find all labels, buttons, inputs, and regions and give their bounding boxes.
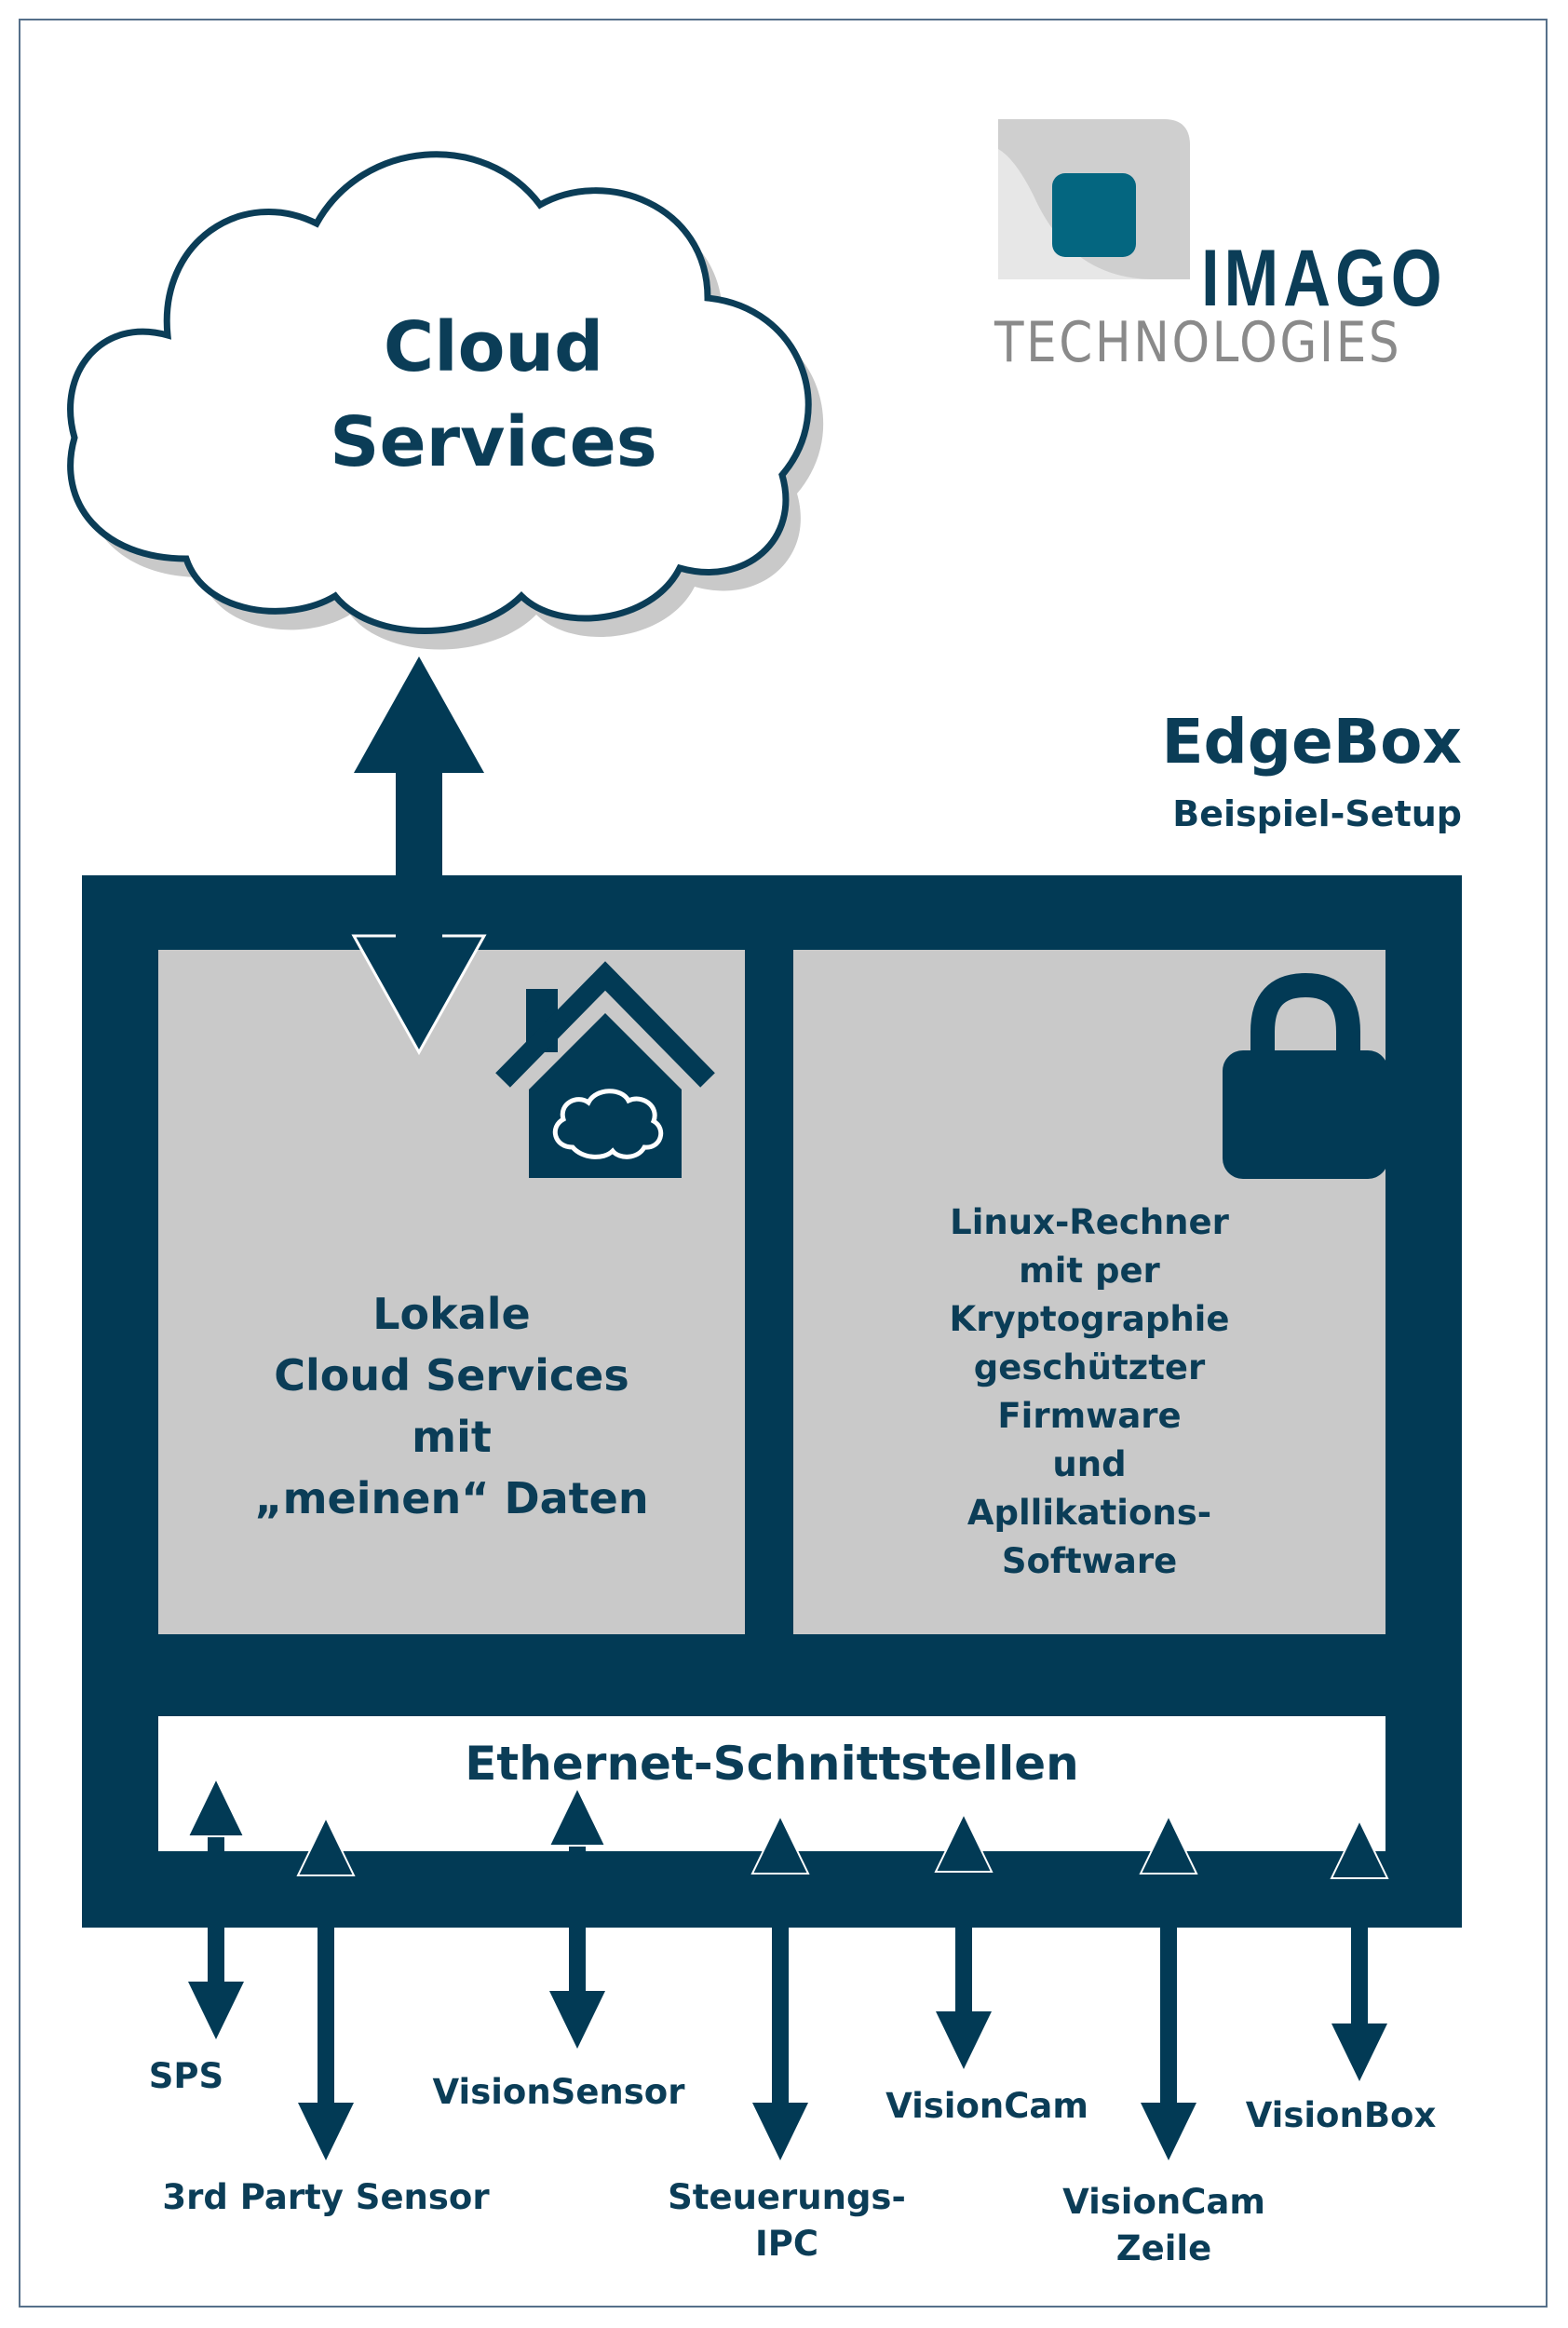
left-panel-line: Cloud Services [274, 1350, 629, 1401]
device-label-line: IPC [754, 2224, 819, 2264]
right-panel-line: Kryptographie [949, 1299, 1230, 1339]
right-panel-line: Apllikations- [966, 1493, 1212, 1533]
device-label-line: VisionCam [1062, 2182, 1265, 2222]
device-arrow [934, 1811, 994, 2069]
ethernet-label: Ethernet-Schnittstellen [465, 1737, 1079, 1791]
left-panel-text: Lokale Cloud Services mit „meinen“ Daten [158, 1283, 745, 1529]
right-panel-line: Firmware [997, 1396, 1182, 1436]
device-arrow [186, 1776, 246, 2039]
page-subtitle: Beispiel-Setup [1172, 793, 1462, 834]
ethernet-bar [158, 1716, 1386, 1851]
imago-logo-mark [998, 119, 1190, 279]
device-label-line: Steuerungs- [668, 2177, 906, 2217]
device-arrow [296, 1815, 356, 2160]
device-label-visionsensor: VisionSensor [391, 2072, 726, 2112]
right-panel-text: Linux-Rechner mit per Kryptographie gesc… [793, 1198, 1386, 1586]
device-label-line: SPS [148, 2056, 224, 2096]
left-panel-line: „meinen“ Daten [254, 1473, 649, 1523]
device-arrow [1139, 1813, 1198, 2160]
logo-brand-text: IMAGO [1201, 234, 1447, 323]
right-panel-line: geschützter [973, 1347, 1206, 1387]
right-panel-line: Software [1001, 1541, 1178, 1581]
device-arrow [1330, 1818, 1389, 2081]
house-cloud-icon [495, 961, 715, 1178]
device-arrow [750, 1813, 810, 2160]
device-arrow [547, 1785, 607, 2049]
device-label-visionbox: VisionBox [1201, 2095, 1480, 2135]
right-panel-line: und [1052, 1444, 1127, 1484]
lock-icon [1223, 972, 1388, 1179]
logo-square [1052, 173, 1136, 257]
cloud-title-line1: Cloud [383, 307, 604, 387]
device-label-line: VisionCam [885, 2086, 1088, 2126]
device-label-sps: SPS [93, 2056, 279, 2096]
right-panel-line: mit per [1019, 1251, 1160, 1291]
device-label-line: Zeile [1115, 2228, 1212, 2268]
cloud-icon [67, 151, 824, 650]
device-arrows [186, 1776, 1389, 2160]
outer-frame [19, 19, 1548, 2308]
device-label-steuerungs-ipc: Steuerungs- IPC [633, 2174, 940, 2267]
left-panel-line: mit [412, 1412, 492, 1462]
logo-sub-text: TECHNOLOGIES [994, 310, 1402, 375]
device-label-line: VisionBox [1245, 2095, 1437, 2135]
device-label-3rd-party-sensor: 3rd Party Sensor [93, 2177, 559, 2217]
right-panel-line: Linux-Rechner [950, 1202, 1229, 1242]
cloud-title-line2: Services [330, 402, 657, 482]
cloud-connection-arrow [351, 656, 487, 1056]
device-label-line: VisionSensor [432, 2072, 685, 2112]
page-title: EdgeBox [1161, 706, 1462, 778]
left-panel-line: Lokale [372, 1289, 531, 1339]
device-label-visioncam: VisionCam [838, 2086, 1136, 2126]
device-label-visioncam-zeile: VisionCam Zeile [1024, 2179, 1304, 2272]
device-label-line: 3rd Party Sensor [162, 2177, 490, 2217]
